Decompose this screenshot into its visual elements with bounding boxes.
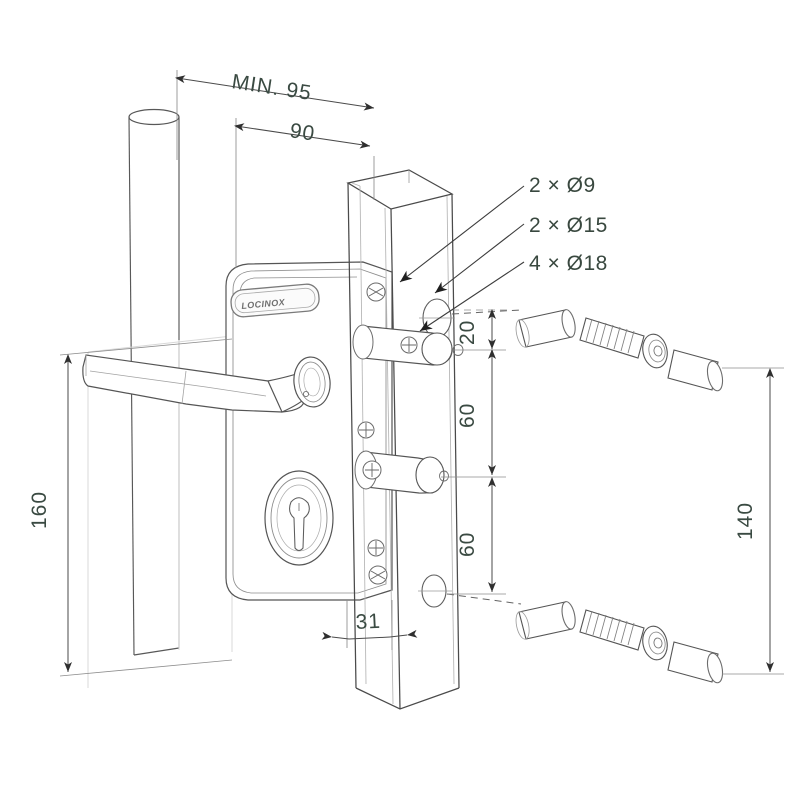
alignment-leaders: [446, 309, 522, 605]
fixing-upper: [515, 309, 724, 392]
logo-plate: LOCINOX: [230, 283, 320, 318]
cylinder: [264, 470, 334, 566]
callout-label-holes15: 2 × Ø15: [529, 214, 608, 237]
callout-leaders: [399, 185, 525, 332]
rosette-grub-screw: [302, 390, 310, 398]
dimension-label-20: 20: [456, 320, 479, 345]
dimension-min95: [175, 70, 375, 200]
dimension-label-60-lower: 60: [456, 532, 479, 557]
handle-highlight: [85, 355, 267, 405]
post-hole-centerlines: [418, 317, 455, 592]
dimension-label-160: 160: [28, 491, 51, 529]
anchor-ribs: [585, 318, 635, 354]
dimension-140: [722, 367, 784, 675]
dimension-label-60-upper: 60: [456, 403, 479, 428]
leader-holes15: [434, 223, 525, 294]
cap-sleeve: [667, 349, 719, 391]
lock-edge-screws: [357, 282, 388, 585]
callout-label-holes9: 2 × Ø9: [529, 174, 596, 197]
logo-text: LOCINOX: [241, 297, 286, 311]
fixing-lower: [515, 601, 724, 684]
keep-upper: [352, 324, 464, 366]
dimension-label-90: 90: [288, 119, 317, 146]
dimension-90: [234, 118, 371, 268]
dimension-label-140: 140: [734, 502, 757, 540]
dimension-label-31: 31: [355, 610, 382, 634]
dimension-160: [59, 338, 233, 677]
rosette: [293, 356, 331, 408]
dimension-31: [321, 600, 418, 650]
leader-holes18: [419, 261, 525, 332]
leader-holes9: [399, 185, 525, 283]
keep-lower: [354, 450, 449, 494]
callout-label-holes18: 4 × Ø18: [529, 252, 608, 275]
dimension-chain: [441, 309, 512, 595]
anchor-sleeve: [579, 317, 645, 359]
keyhole: [289, 497, 310, 552]
